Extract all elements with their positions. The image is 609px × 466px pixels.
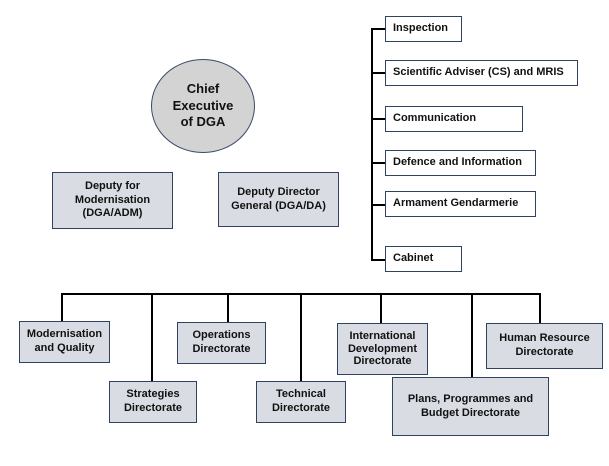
strategies-directorate-node: Strategies Directorate (109, 381, 197, 423)
plans-programmes-budget-node: Plans, Programmes and Budget Directorate (392, 377, 549, 436)
deputy-modernisation-node: Deputy for Modernisation (DGA/ADM) (52, 172, 173, 229)
modernisation-quality-node: Modernisation and Quality (19, 321, 110, 363)
drop-strategies (151, 293, 153, 382)
operations-directorate-node: Operations Directorate (177, 322, 266, 364)
scientific-adviser-node: Scientific Adviser (CS) and MRIS (385, 60, 578, 86)
communication-node: Communication (385, 106, 523, 132)
human-resource-directorate-node: Human Resource Directorate (486, 323, 603, 369)
cabinet-node: Cabinet (385, 246, 462, 272)
drop-operations (227, 293, 229, 322)
drop-human-resource (539, 293, 541, 323)
technical-directorate-node: Technical Directorate (256, 381, 346, 423)
drop-modernisation-quality (61, 293, 63, 321)
connector-defence-information (371, 162, 385, 164)
connector-scientific-adviser (371, 72, 385, 74)
inspection-node: Inspection (385, 16, 462, 42)
connector-communication (371, 118, 385, 120)
connector-armament-gendarmerie (371, 204, 385, 206)
drop-technical (300, 293, 302, 382)
drop-international-development (380, 293, 382, 324)
staff-bracket-spine (371, 28, 373, 260)
armament-gendarmerie-node: Armament Gendarmerie (385, 191, 536, 217)
deputy-director-general-node: Deputy Director General (DGA/DA) (218, 172, 339, 227)
defence-information-node: Defence and Information (385, 150, 536, 176)
international-development-node: International Development Directorate (337, 323, 428, 375)
chief-executive-node: Chief Executive of DGA (151, 59, 255, 153)
connector-inspection (371, 28, 385, 30)
connector-cabinet (371, 259, 385, 261)
drop-plans-programmes-budget (471, 293, 473, 378)
